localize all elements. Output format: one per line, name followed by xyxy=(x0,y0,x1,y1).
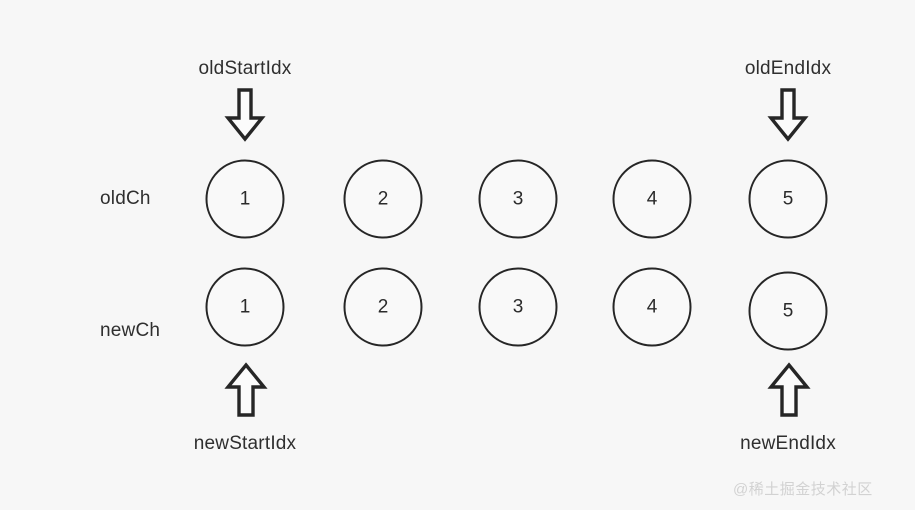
node-old-4: 5 xyxy=(748,159,828,239)
arrow-up-icon-new-end xyxy=(767,362,811,418)
node-value: 5 xyxy=(782,300,794,322)
node-new-2: 3 xyxy=(478,267,558,347)
node-new-0: 1 xyxy=(205,267,285,347)
pointer-label-new-end-idx: newEndIdx xyxy=(740,433,836,454)
node-value: 5 xyxy=(782,188,794,210)
node-value: 4 xyxy=(646,296,658,318)
pointer-label-new-start-idx: newStartIdx xyxy=(193,433,297,454)
node-value: 2 xyxy=(377,188,389,210)
node-value: 3 xyxy=(512,296,524,318)
node-old-1: 2 xyxy=(343,159,423,239)
node-new-1: 2 xyxy=(343,267,423,347)
node-new-3: 4 xyxy=(612,267,692,347)
node-old-2: 3 xyxy=(478,159,558,239)
arrow-down-icon-old-start xyxy=(224,88,266,142)
node-value: 1 xyxy=(239,188,251,210)
arrow-up-icon-new-start xyxy=(224,362,268,418)
node-value: 4 xyxy=(646,188,658,210)
pointer-label-old-start-idx: oldStartIdx xyxy=(198,58,292,79)
row-label-old-ch: oldCh xyxy=(100,188,151,209)
watermark: @稀土掘金技术社区 xyxy=(733,481,873,498)
node-old-3: 4 xyxy=(612,159,692,239)
node-old-0: 1 xyxy=(205,159,285,239)
node-new-4: 5 xyxy=(748,271,828,351)
pointer-label-old-end-idx: oldEndIdx xyxy=(744,58,832,79)
node-value: 1 xyxy=(239,296,251,318)
node-value: 3 xyxy=(512,188,524,210)
node-value: 2 xyxy=(377,296,389,318)
row-label-new-ch: newCh xyxy=(100,320,161,341)
arrow-down-icon-old-end xyxy=(767,88,809,142)
